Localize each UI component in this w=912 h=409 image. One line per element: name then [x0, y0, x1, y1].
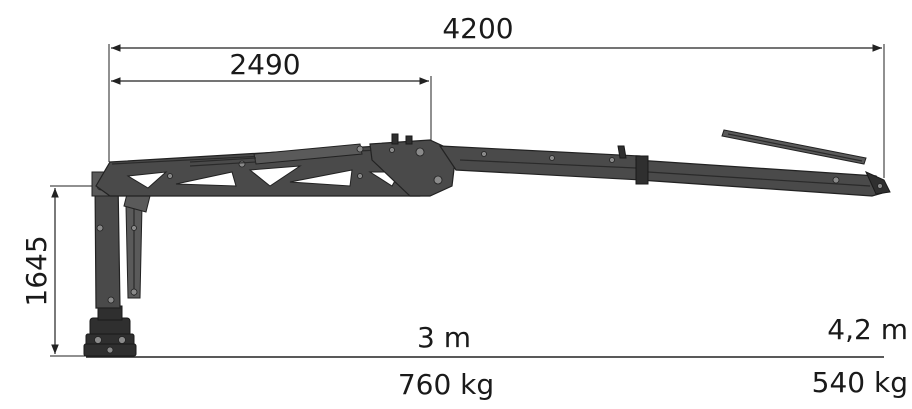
boom-tip	[865, 171, 891, 195]
total-reach-label: 4200	[442, 12, 513, 45]
max-reach-load: 540 kg	[812, 366, 908, 399]
crane	[83, 129, 891, 357]
main-boom-cylinder	[189, 143, 364, 167]
crane-base	[83, 305, 137, 357]
mid-reach-label: 3 m	[417, 321, 471, 354]
dimension-column-height: 1645	[20, 185, 108, 357]
mid-reach-load: 760 kg	[398, 368, 494, 401]
dimension-inner-reach: 2490	[111, 48, 432, 150]
knuckle-joint	[369, 133, 457, 197]
inner-reach-label: 2490	[229, 48, 300, 81]
column-height-label: 1645	[20, 235, 53, 306]
dimension-total-reach: 4200	[108, 12, 885, 178]
max-reach-label: 4,2 m	[827, 313, 908, 346]
lift-cylinder	[123, 189, 151, 299]
extension-cylinder	[721, 129, 867, 165]
